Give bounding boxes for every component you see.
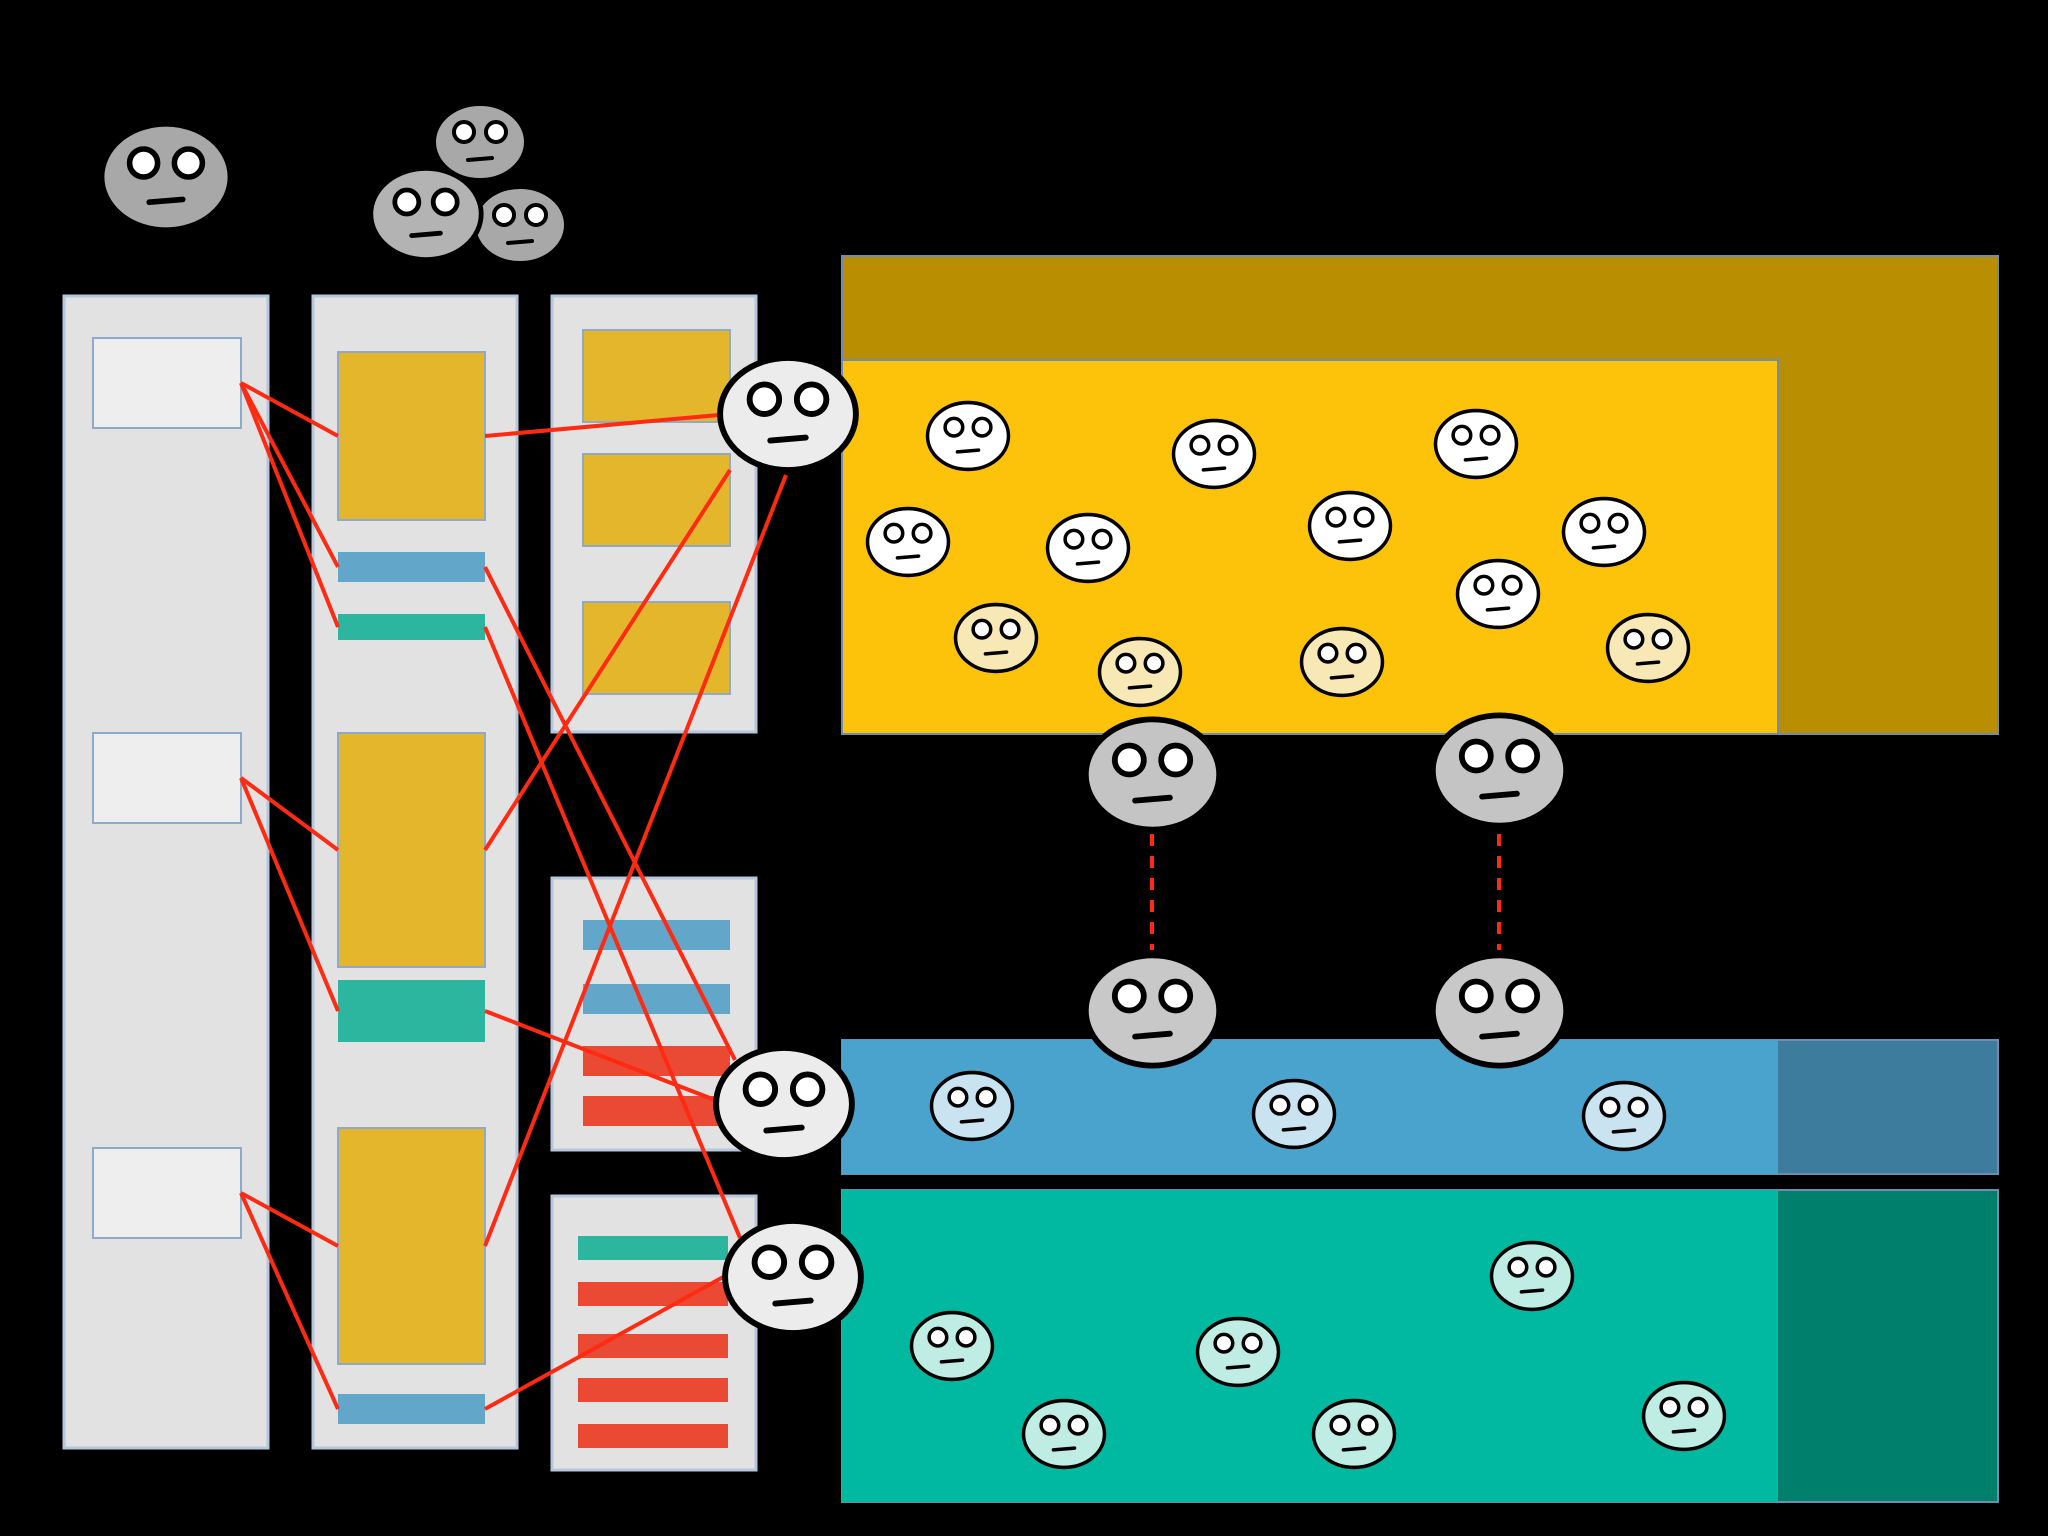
- face-icon: [1086, 719, 1219, 829]
- face-icon: [1195, 1316, 1281, 1388]
- hub-face-icon: [725, 1221, 861, 1333]
- red-bar: [583, 1046, 730, 1076]
- hub-face-icon: [720, 358, 856, 470]
- single-person-face-icon: [102, 124, 231, 230]
- yellow-block: [582, 453, 731, 547]
- blue-zone: [841, 1039, 1999, 1175]
- face-icon: [1021, 1398, 1107, 1470]
- red-bar: [578, 1424, 728, 1448]
- cards-column: [62, 294, 270, 1450]
- group-of-faces-icon: [371, 104, 566, 263]
- teal-bar: [338, 614, 485, 640]
- face-icon: [1641, 1380, 1727, 1452]
- face-icon: [1171, 418, 1257, 490]
- teal-zone: [841, 1189, 1999, 1503]
- face-icon: [929, 1070, 1015, 1142]
- face-icon: [1311, 1398, 1397, 1470]
- connector-lines: [239, 381, 788, 1411]
- face-icon: [1433, 955, 1566, 1065]
- red-bar: [578, 1334, 728, 1358]
- face-icon: [1561, 496, 1647, 568]
- teal-bar: [578, 1236, 728, 1260]
- blue-bar: [338, 1394, 485, 1424]
- face-icon: [1433, 408, 1519, 480]
- yellow-block: [337, 351, 486, 521]
- bridge-links: [1150, 834, 1501, 950]
- blocks-column: [311, 294, 519, 1450]
- stacked-panels-column: [550, 294, 758, 1472]
- face-icon: [1251, 1078, 1337, 1150]
- red-bar: [583, 1096, 730, 1126]
- yellow-block: [337, 1127, 486, 1365]
- face-icon: [1433, 715, 1566, 825]
- face-icon: [909, 1310, 995, 1382]
- bridge-faces: [1086, 715, 1566, 1065]
- teal-bar: [338, 980, 485, 1042]
- face-icon: [1455, 558, 1541, 630]
- card: [92, 732, 242, 824]
- face-icon: [1045, 512, 1131, 584]
- card: [92, 337, 242, 429]
- red-bar: [578, 1378, 728, 1402]
- yellow-block: [337, 732, 486, 968]
- face-icon: [1605, 612, 1691, 684]
- yellow-block: [582, 329, 731, 423]
- face-icon: [1489, 1240, 1575, 1312]
- face-icon: [1581, 1080, 1667, 1152]
- face-icon: [925, 400, 1011, 472]
- face-icon: [865, 506, 951, 578]
- face-icon: [953, 602, 1039, 674]
- hub-face-icon: [716, 1048, 852, 1160]
- face-icon: [1299, 626, 1385, 698]
- face-icon: [1307, 490, 1393, 562]
- card: [92, 1147, 242, 1239]
- face-icon: [1086, 955, 1219, 1065]
- face-icon: [1097, 636, 1183, 708]
- blue-bar: [338, 552, 485, 582]
